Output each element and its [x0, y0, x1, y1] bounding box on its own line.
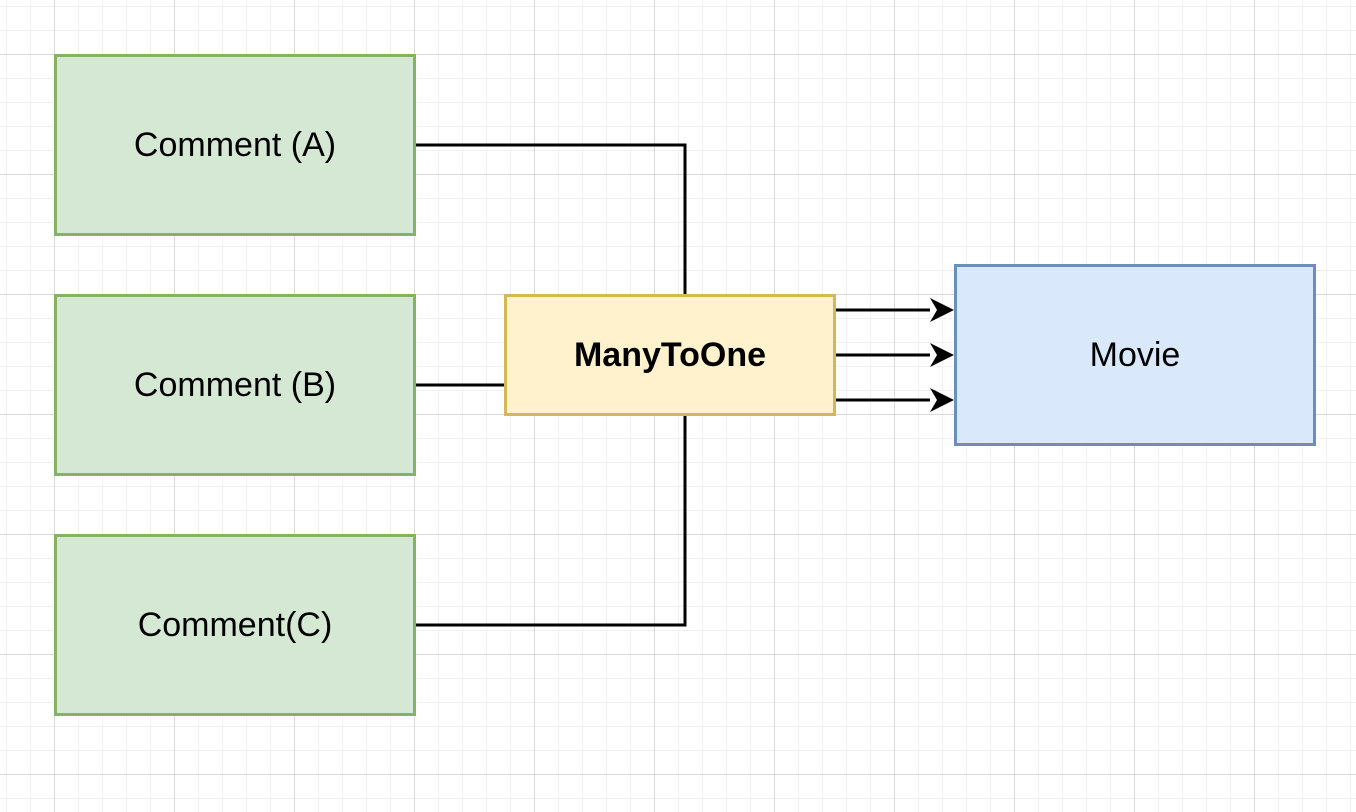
many-to-one-node[interactable]: ManyToOne [504, 294, 836, 416]
movie-label: Movie [1089, 335, 1181, 374]
movie-node[interactable]: Movie [954, 264, 1316, 446]
comment-a-label: Comment (A) [133, 125, 337, 164]
comment-c-node[interactable]: Comment(C) [54, 534, 416, 716]
comment-c-label: Comment(C) [137, 605, 333, 644]
arrowhead-3 [930, 388, 954, 412]
edge-comment-a-to-many-to-one [416, 143, 687, 294]
arrowhead-1 [930, 298, 954, 322]
arrowhead-2 [930, 343, 954, 367]
comment-b-label: Comment (B) [133, 365, 337, 404]
comment-a-node[interactable]: Comment (A) [54, 54, 416, 236]
comment-b-node[interactable]: Comment (B) [54, 294, 416, 476]
many-to-one-label: ManyToOne [573, 335, 767, 374]
edge-comment-c-to-many-to-one [416, 416, 687, 627]
